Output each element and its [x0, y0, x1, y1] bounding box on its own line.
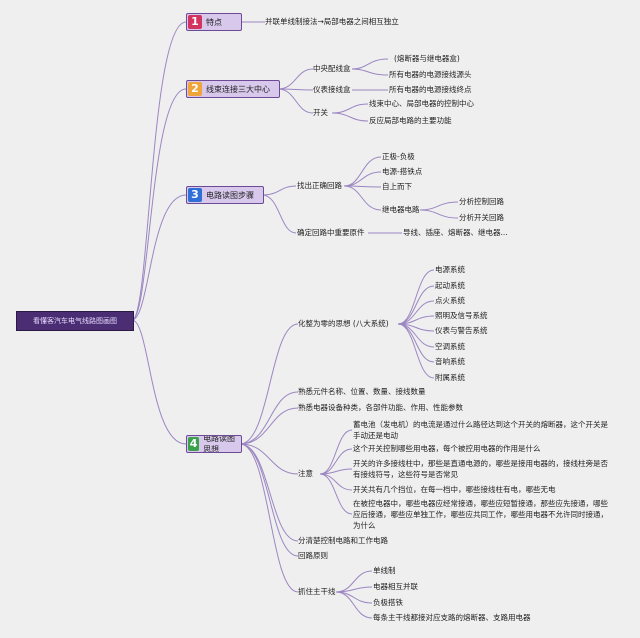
system-item: 照明及信号系统 [435, 311, 488, 320]
note-item: 蓄电池（发电机）的电流是通过什么路径达到这个开关的熔断器，这个开关是手动还是电动 [353, 420, 608, 440]
node-main-function: 反应局部电路的主要功能 [369, 116, 452, 125]
system-item: 电源系统 [435, 265, 465, 274]
branch-2: 2 线束连接三大中心 [186, 80, 280, 98]
node-relay-circuit: 继电器电路 [382, 205, 420, 214]
note-item: 开关共有几个挡位，在每一档中，哪些接线柱有电，哪些无电 [353, 485, 556, 494]
node-parts-list: 导线、插座、熔断器、继电器... [403, 228, 508, 237]
node-control-work-circuit: 分清楚控制电路和工作电路 [298, 536, 388, 545]
branch-1-label: 特点 [206, 17, 222, 27]
root-node: 看懂客汽车电气线路图画图 [16, 311, 134, 331]
node-central-box-note: (熔断器与继电器盒) [394, 54, 460, 63]
trunk-item: 电器相互并联 [373, 582, 418, 591]
node-power-source: 所有电器的电源接线源头 [389, 70, 472, 79]
branch-2-label: 线束连接三大中心 [206, 84, 270, 94]
node-eight-systems: 化整为零的思想 (八大系统) [298, 319, 389, 328]
system-item: 空调系统 [435, 342, 465, 351]
system-item: 附属系统 [435, 373, 465, 382]
node-top-down: 自上而下 [382, 182, 412, 191]
node-main-trunk: 抓住主干线 [298, 587, 336, 596]
note-item: 在被控电器中，哪些电器应经常接通，哪些应短暂接通，那些应先接通，哪些应后接通，哪… [353, 499, 608, 530]
note-item: 开关的许多接线柱中，那些是直通电源的，哪些是接用电器的，接线柱旁是否有接线符号，… [353, 459, 608, 479]
node-component-names: 熟悉元件名称、位置、数量、接线数量 [298, 387, 426, 396]
node-power-end: 所有电器的电源接线终点 [389, 85, 472, 94]
trunk-item: 每条主干线都接对应支路的熔断器、支路用电器 [373, 613, 531, 622]
node-power-ground: 电源-搭铁点 [382, 167, 423, 176]
branch-3-label: 电路读图步骤 [206, 190, 254, 200]
node-pos-neg: 正极-负极 [382, 152, 415, 161]
node-control-loop: 分析控制回路 [459, 197, 504, 206]
branch-4: 4 电路读图思想 [186, 435, 242, 453]
branch-4-label: 电路读图思想 [203, 435, 236, 453]
node-feature: 并联单线制接法→局部电器之间相互独立 [265, 17, 399, 26]
number-badge: 4 [188, 437, 200, 451]
node-find-circuit: 找出正确回路 [297, 181, 342, 190]
number-badge: 2 [188, 82, 202, 96]
node-loop-principle: 回路原则 [298, 551, 328, 560]
node-control-center: 线束中心、局部电器的控制中心 [369, 99, 474, 108]
node-central-box: 中央配线盒 [313, 64, 351, 73]
node-instrument-box: 仪表接线盒 [313, 85, 351, 94]
branch-1: 1 特点 [186, 13, 242, 31]
number-badge: 3 [188, 188, 202, 202]
system-item: 音响系统 [435, 357, 465, 366]
number-badge: 1 [188, 15, 202, 29]
node-key-parts: 确定回路中重要原件 [297, 228, 365, 237]
branch-3: 3 电路读图步骤 [186, 186, 264, 204]
node-switch-loop: 分析开关回路 [459, 213, 504, 222]
system-item: 仪表与警告系统 [435, 326, 488, 335]
note-item: 这个开关控制哪些用电器，每个被控用电器的作用是什么 [353, 444, 541, 453]
system-item: 起动系统 [435, 281, 465, 290]
node-switch: 开关 [313, 108, 328, 117]
trunk-item: 负极搭铁 [373, 598, 403, 607]
trunk-item: 单线制 [373, 566, 396, 575]
system-item: 点火系统 [435, 296, 465, 305]
node-equipment-types: 熟悉电器设备种类，各部件功能、作用、性能参数 [298, 403, 463, 412]
node-notes: 注意 [298, 469, 313, 478]
